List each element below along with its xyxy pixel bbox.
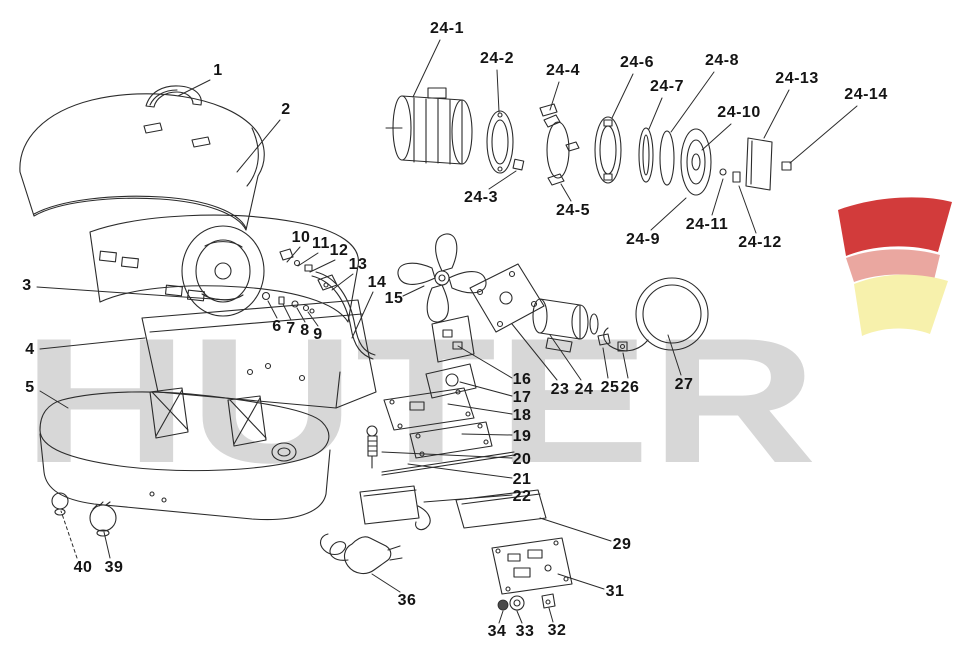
part-3-body-shell — [89, 214, 359, 323]
part-24-11-screw — [719, 168, 727, 176]
part-24-6-pump-body — [594, 116, 622, 184]
part-24-1-motor — [385, 87, 473, 165]
part-36-power-cord — [319, 533, 403, 575]
leader-line-26 — [622, 352, 629, 379]
leader-line-2 — [236, 119, 281, 173]
leader-line-19 — [461, 433, 513, 436]
swoosh-red-band — [838, 197, 952, 256]
leader-line-24-2 — [496, 69, 500, 113]
part-24-14-key — [781, 161, 792, 171]
leader-line-24-9 — [650, 197, 687, 231]
leader-line-3 — [36, 286, 229, 301]
part-24-8-disc — [659, 130, 675, 186]
part-24-2-ring — [486, 110, 514, 174]
leader-line-24-14 — [789, 105, 858, 164]
part-24-7-disc — [638, 127, 654, 183]
leader-line-24 — [549, 334, 582, 381]
leader-line-32 — [548, 607, 554, 623]
leader-line-8 — [296, 307, 306, 323]
leader-line-24-7 — [648, 97, 663, 130]
leader-line-24-13 — [763, 89, 790, 139]
part-2-top-cover — [19, 93, 265, 231]
part-27-ignition-coil — [603, 277, 709, 352]
leader-line-27 — [667, 334, 682, 376]
part-15-fan — [397, 233, 487, 323]
leader-line-36 — [371, 573, 401, 593]
leader-line-6 — [267, 300, 278, 319]
leader-line-10 — [286, 246, 301, 263]
leader-line-39 — [103, 531, 111, 559]
part-24-3-key — [512, 158, 525, 171]
leader-line-5 — [39, 390, 69, 409]
part-4-chassis-panel — [141, 299, 377, 409]
part-14-fuel-line — [311, 271, 376, 360]
leader-line-24-10 — [701, 123, 732, 151]
part-25-connector — [597, 333, 611, 346]
part-16-control-box — [431, 315, 475, 363]
leader-line-24-4 — [549, 81, 560, 111]
part-24-5-rotor — [543, 114, 580, 186]
part-32-switch — [541, 593, 556, 609]
leader-line-25 — [602, 347, 609, 379]
part-40-plug-cap — [51, 492, 69, 516]
part-24-burner-motor — [532, 298, 599, 353]
leader-line-40 — [60, 510, 78, 559]
part-22-transformer — [359, 485, 431, 531]
leader-line-4 — [39, 337, 146, 350]
part-23-mount-plate — [469, 263, 545, 333]
part-24-4-clip — [539, 103, 558, 117]
leader-line-22 — [423, 494, 513, 503]
leader-line-24-12 — [738, 185, 757, 234]
leader-line-13 — [331, 273, 354, 291]
leader-line-14 — [351, 291, 374, 339]
part-34-button — [497, 599, 509, 611]
leader-line-24-11 — [711, 178, 724, 216]
part-39-tank-cap — [89, 501, 117, 537]
leader-line-34 — [498, 610, 504, 624]
part-29-baffle-sheet — [455, 489, 547, 529]
leader-line-17 — [459, 381, 513, 397]
part-5-fuel-tank-base — [39, 387, 331, 521]
part-17-bracket — [425, 363, 477, 399]
swoosh-yellow-band — [854, 274, 948, 336]
leader-line-16 — [457, 345, 513, 379]
leader-line-15 — [402, 285, 425, 297]
leader-line-24-6 — [611, 73, 634, 119]
part-20-spark-plug — [366, 425, 378, 469]
leader-line-9 — [307, 311, 319, 327]
part-18-board — [383, 387, 475, 431]
leader-line-11 — [297, 252, 319, 267]
part-21-rod — [381, 451, 515, 476]
leader-line-18 — [447, 403, 513, 415]
brand-swoosh-logo — [838, 197, 952, 336]
part-24-12-spacer — [732, 171, 741, 183]
leader-line-24-1 — [412, 39, 441, 98]
leader-line-20 — [381, 451, 513, 459]
leader-line-31 — [557, 573, 605, 590]
leader-lines — [36, 39, 858, 624]
leader-line-12 — [309, 259, 336, 273]
swoosh-pink-band — [846, 249, 940, 282]
parts-6-9-small-fittings — [261, 291, 315, 314]
leader-line-23 — [511, 323, 558, 381]
leader-line-33 — [516, 610, 523, 624]
huter-watermark: HUTER — [22, 301, 817, 500]
leader-line-1 — [177, 79, 211, 97]
part-1-handle — [145, 85, 202, 108]
part-24-9-24-10-pulley — [680, 128, 712, 196]
part-24-13-end-cap — [745, 137, 773, 191]
leader-line-24-3 — [488, 170, 517, 190]
leader-line-7 — [282, 303, 292, 321]
part-31-pcb — [491, 537, 573, 595]
part-33-knob — [509, 595, 525, 611]
leader-line-21 — [407, 463, 513, 479]
leader-line-24-8 — [670, 71, 715, 133]
leader-line-29 — [539, 517, 612, 542]
leader-line-24-5 — [560, 183, 572, 202]
